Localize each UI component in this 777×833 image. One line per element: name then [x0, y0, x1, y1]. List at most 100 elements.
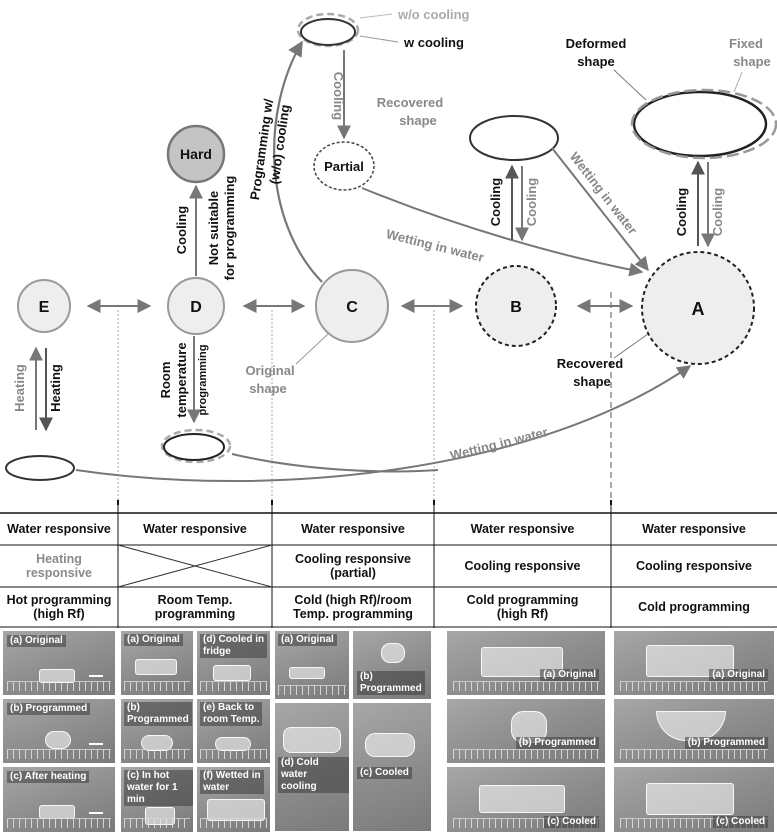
leader-recovered [613, 333, 649, 359]
photo-panel: (c) After heating [2, 766, 116, 833]
table-cell: Heating responsive [25, 552, 92, 580]
photo-panel: (b) Programmed [2, 698, 116, 764]
photo-panel: (a) Original [120, 630, 194, 696]
leader-w [359, 35, 399, 43]
table-cell: Hot programming (high Rf) [6, 593, 112, 621]
table-cell: Cooling responsive [464, 559, 581, 573]
fixed-line1: Fixed [729, 36, 763, 51]
wo-cooling-label: w/o cooling [397, 7, 470, 22]
photo-caption: (a) Original [278, 634, 337, 646]
state-e-label: E [39, 299, 50, 316]
cooling-label-a1: Cooling [674, 188, 689, 236]
photo-panel: (b) Programmed [613, 698, 775, 764]
table-cell: Cold programming (high Rf) [466, 593, 579, 621]
room-temp-line3: programming [197, 345, 209, 416]
photo-panel: (c) Cooled [352, 702, 432, 832]
table-grid [0, 505, 777, 628]
d-ellipse-dashed [160, 428, 232, 464]
cooling-label-a2: Cooling [710, 188, 725, 236]
cooling-label-c: Cooling [331, 72, 346, 120]
deformed-line1: Deformed [566, 36, 627, 51]
state-b-label: B [510, 299, 522, 316]
photo-caption: (b) Programmed [7, 703, 91, 715]
photo-panel: (d) Cold water cooling [274, 702, 350, 832]
table-cell-empty [118, 545, 272, 587]
arrow-e-a-wetting [75, 365, 692, 483]
photo-caption: (a) Original [709, 669, 768, 681]
photo-panel: (a) Original [613, 630, 775, 696]
not-suitable-line2: for programming [222, 176, 237, 281]
table-cell: Cooling responsive [636, 559, 752, 573]
heating-label-1: Heating [12, 364, 27, 412]
state-d-label: D [190, 299, 202, 316]
state-b: B [475, 265, 557, 347]
photo-caption: (c) After heating [7, 771, 90, 783]
cooling-label-b1: Cooling [488, 178, 503, 226]
not-suitable-line1: Not suitable [206, 191, 221, 265]
photo-caption: (c) Cooled [544, 816, 599, 828]
leader-deformed [613, 69, 647, 101]
table-row: Heating responsive Cooling responsive (p… [0, 545, 777, 587]
photo-panel: (b) Programmed [120, 698, 194, 764]
room-temp-line2: temperature [174, 342, 189, 417]
photo-panel: (c) Cooled [446, 766, 606, 833]
original-shape-line1: Original [245, 363, 294, 378]
recovered-shape-a-line1: Recovered [557, 356, 624, 371]
photo-panels: (a) Original (b) Programmed (c) After he… [0, 630, 777, 833]
cooling-label-d: Cooling [174, 206, 189, 254]
recovered-shape-c-line1: Recovered [377, 95, 444, 110]
photo-caption: (a) Original [540, 669, 599, 681]
d-ellipse [163, 433, 225, 461]
photo-panel: (a) Original [2, 630, 116, 696]
photo-caption: (a) Original [124, 634, 183, 646]
empty-cell-cross [117, 544, 273, 588]
table-row: Hot programming (high Rf) Room Temp. pro… [0, 587, 777, 627]
photo-caption: (b) Programmed [357, 671, 425, 695]
arrow-d-wetting [231, 453, 439, 473]
heating-label-2: Heating [48, 364, 63, 412]
hard-label: Hard [180, 146, 212, 162]
photo-caption: (f) Wetted in water [200, 770, 264, 794]
arrow-programming [273, 40, 323, 283]
wetting-label-1: Wetting in water [385, 226, 486, 265]
table-cell: Water responsive [301, 522, 405, 536]
state-c-label: C [346, 299, 358, 316]
w-cooling-label: w cooling [403, 35, 464, 50]
photo-panel: (d) Cooled in fridge [196, 630, 271, 696]
state-a: A [641, 251, 755, 365]
photo-panel: (b) Programmed [352, 630, 432, 700]
table-cell: Water responsive [470, 522, 575, 536]
fixed-line2: shape [733, 54, 771, 69]
state-c: C [315, 269, 389, 343]
photo-caption: (b) Programmed [124, 702, 192, 726]
table-cell: Water responsive [7, 522, 111, 536]
arrow-bellipse-a-wetting [551, 147, 649, 272]
deformed-line2: shape [577, 54, 615, 69]
recovered-shape-c-line2: shape [399, 113, 437, 128]
photo-caption: (c) Cooled [357, 767, 412, 779]
b-ellipse [469, 115, 559, 161]
partial-label: Partial [324, 159, 364, 174]
table-cell: Cooling responsive (partial) [295, 552, 411, 580]
partial-state: Partial [313, 141, 375, 191]
photo-panel: (a) Original [446, 630, 606, 696]
table-cell: Water responsive [143, 522, 247, 536]
table-cell: Room Temp. programming [154, 593, 236, 621]
photo-caption: (d) Cold water cooling [278, 757, 349, 793]
state-e: E [17, 279, 71, 333]
arrow-partial-a-wetting [361, 187, 644, 277]
wo-cooling-ellipse [300, 18, 356, 46]
properties-table: Water responsive Water responsive Water … [0, 505, 777, 628]
photo-panel: (e) Back to room Temp. [196, 698, 271, 764]
hard-state: Hard [166, 124, 226, 184]
fixed-shape-ellipse [630, 88, 777, 160]
table-cell: Cold (high Rf)/room Temp. programming [293, 593, 413, 621]
photo-caption: (b) Programmed [515, 737, 599, 749]
photo-caption: (c) Cooled [713, 816, 768, 828]
photo-caption: (a) Original [7, 635, 66, 647]
photo-caption: (e) Back to room Temp. [200, 702, 263, 726]
leader-original [295, 333, 329, 365]
e-ellipse [5, 455, 75, 481]
table-cell: Cold programming [638, 600, 750, 614]
photo-panel: (c) Cooled [613, 766, 775, 833]
